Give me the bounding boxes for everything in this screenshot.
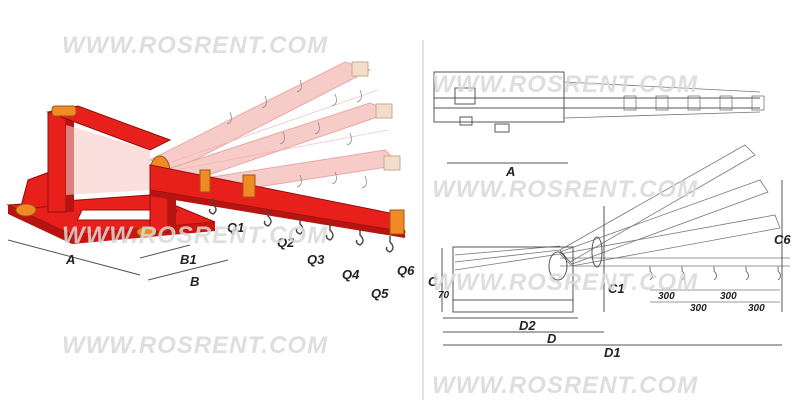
label-q6: Q6 <box>397 263 415 278</box>
label-300-3: 300 <box>720 291 737 302</box>
side-view: C 70 C1 C6 D2 D D1 300 300 300 300 <box>428 144 791 360</box>
watermark-6: WWW.ROSRENT.COM <box>62 222 328 249</box>
label-c1: C1 <box>608 281 625 296</box>
crane-3d-view: A B1 B Q1 Q2 Q3 Q4 Q5 Q6 <box>6 61 415 301</box>
label-d2: D2 <box>519 318 536 333</box>
label-b1: B1 <box>180 252 197 267</box>
label-q1: Q1 <box>227 220 244 235</box>
hooks-side <box>649 266 781 281</box>
label-c6: C6 <box>774 232 791 247</box>
hooks-main <box>208 198 394 253</box>
label-q3: Q3 <box>307 252 325 267</box>
watermark-5: WWW.ROSRENT.COM <box>432 372 698 399</box>
top-label-a: A <box>505 164 515 179</box>
watermark-1: WWW.ROSRENT.COM <box>62 32 328 59</box>
watermarks: WWW.ROSRENT.COM WWW.ROSRENT.COM WWW.ROSR… <box>62 32 698 399</box>
label-q2: Q2 <box>277 235 295 250</box>
watermark-2: WWW.ROSRENT.COM <box>432 71 698 98</box>
label-d1: D1 <box>604 345 621 360</box>
label-300-1: 300 <box>658 291 675 302</box>
label-70: 70 <box>438 290 450 301</box>
label-300-4: 300 <box>748 303 765 314</box>
watermark-4: WWW.ROSRENT.COM <box>432 269 698 296</box>
label-300-2: 300 <box>690 303 707 314</box>
label-q5: Q5 <box>371 286 389 301</box>
watermark-3: WWW.ROSRENT.COM <box>432 176 698 203</box>
label-a: A <box>65 252 75 267</box>
label-b: B <box>190 274 199 289</box>
label-d: D <box>547 331 557 346</box>
watermark-7: WWW.ROSRENT.COM <box>62 332 328 359</box>
dimension-lines-left <box>7 239 229 281</box>
label-q4: Q4 <box>342 267 360 282</box>
label-c: C <box>428 274 438 289</box>
boom-positions-faded <box>148 61 402 197</box>
top-view: A <box>433 71 765 179</box>
mast <box>47 111 67 213</box>
